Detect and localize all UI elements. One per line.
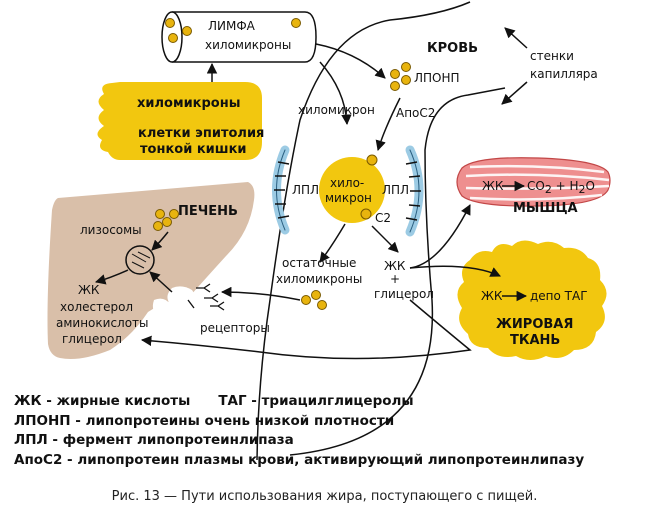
intestine-chylomicrons-label: хиломикроны (137, 96, 240, 111)
lpl-left-label: ЛПЛ (292, 183, 319, 197)
lysosome-contents (131, 251, 151, 269)
adipose-title-2: ТКАНЬ (510, 333, 560, 348)
adipose-title-1: ЖИРОВАЯ (496, 317, 573, 332)
arrow-fa-to-adipose (409, 265, 501, 277)
apoc2-top-label: АпоС2 (396, 106, 435, 120)
capillary-wall-right (289, 87, 506, 456)
lysosome-particles (153, 209, 179, 231)
lymph-title: ЛИМФА (208, 19, 256, 33)
vldl-particles (390, 62, 411, 91)
liver-title: ПЕЧЕНЬ (178, 204, 238, 219)
arrow-lymph-to-apoc2 (315, 43, 386, 79)
adipose-tissue: ЖК депо ТАГ ЖИРОВАЯ ТКАНЬ (457, 240, 607, 360)
receptors-label: рецепторы (200, 321, 270, 335)
adipose-tag-label: депо ТАГ (530, 289, 588, 303)
muscle-title: МЫШЦА (513, 201, 578, 216)
lymph-vessel: ЛИМФА хиломикроны (161, 11, 317, 63)
arrow-glycerol-to-liver (140, 299, 472, 360)
lpl-left: ЛПЛ (272, 145, 319, 235)
muscle-fa-label: ЖК (482, 179, 504, 193)
legend-vldl: ЛПОНП - липопротеины очень низкой плотно… (14, 412, 395, 429)
remnant-label-2: хиломикроны (276, 272, 362, 286)
receptors (187, 283, 225, 311)
fa-glycerol-label-3: глицерол (374, 287, 434, 301)
remnant-particles (301, 290, 327, 310)
particle-dot (168, 33, 178, 43)
arrow-walls-upper (504, 27, 528, 49)
intestine-cells: хиломикроны клетки эпитолия тонкой кишки (97, 82, 264, 160)
legend: ЖК - жирные кислоты ТАГ - триацилглицерол… (14, 392, 644, 470)
arrow-lymph-to-chylomicron (319, 61, 352, 126)
lysosome-circle (125, 245, 155, 275)
arrow-chylomicron-to-fa (371, 225, 399, 253)
arrow-fa-to-muscle (409, 204, 471, 269)
legend-tag: ТАГ - триацилглицеролы (218, 393, 414, 409)
legend-lpl: ЛПЛ - фермент липопротеинлипаза (14, 432, 294, 448)
particle-dot (182, 26, 192, 36)
walls-label-2: капилляра (530, 67, 598, 81)
arrow-chylomicron-to-remnant (319, 223, 346, 263)
legend-row-1: ЖК - жирные кислоты ТАГ - триацилглицерол… (14, 392, 644, 412)
intestine-cells-label-2: тонкой кишки (140, 142, 247, 157)
particle-dot (165, 18, 175, 28)
liver-product-cholesterol: холестерол (60, 300, 133, 314)
liver-product-aminoacids: аминокислоты (56, 316, 149, 330)
arrow-receptor-to-lysosome (149, 271, 173, 293)
adipose-fa-label: ЖК (481, 289, 503, 303)
fa-glycerol-label-1: ЖК (384, 259, 406, 273)
chylomicron-c2-label: C2 (375, 211, 391, 225)
muscle-products: CO2 + H2O (527, 179, 595, 196)
figure-caption: Рис. 13 — Пути использования жира, посту… (111, 489, 538, 504)
liver-product-fa: ЖК (78, 283, 100, 297)
arrow-lysosome-to-products (94, 269, 129, 285)
legend-fa: ЖК - жирные кислоты (14, 393, 191, 409)
walls-label-1: стенки (530, 49, 574, 63)
muscle: ЖК CO2 + H2O МЫШЦА (456, 157, 611, 216)
chylomicron-label-2: микрон (325, 191, 372, 205)
lpl-right: ЛПЛ (382, 145, 424, 237)
arrow-remnant-to-receptors (220, 286, 301, 301)
liver-product-glycerol: глицерол (62, 332, 122, 346)
legend-apoc2: АпоС2 - липопротеин плазмы крови, активи… (14, 451, 585, 468)
vldl-label: ЛПОНП (414, 71, 460, 85)
remnant-label-1: остаточные (282, 256, 356, 270)
particle-dot (291, 18, 301, 28)
liver: ПЕЧЕНЬ лизосомы ЖК холестерол аминокисло… (47, 182, 255, 359)
fa-glycerol-label-2: + (390, 272, 400, 286)
intestine-cells-label-1: клетки эпитолия (138, 126, 264, 141)
arrow-apoc2-to-chylomicron (375, 97, 401, 152)
arrow-particles-to-lysosome (151, 231, 169, 251)
central-chylomicron: хило- микрон C2 (319, 154, 391, 225)
lpl-right-label: ЛПЛ (382, 183, 409, 197)
lysosomes-label: лизосомы (80, 223, 142, 237)
lymph-subtitle: хиломикроны (205, 38, 291, 52)
blood-label: КРОВЬ (427, 41, 478, 56)
capillary-wall-left (256, 1, 471, 461)
chylomicron-label-1: хило- (330, 176, 364, 190)
chylomicron-arrow-label: хиломикрон (298, 103, 375, 117)
arrow-walls-lower (501, 81, 528, 105)
